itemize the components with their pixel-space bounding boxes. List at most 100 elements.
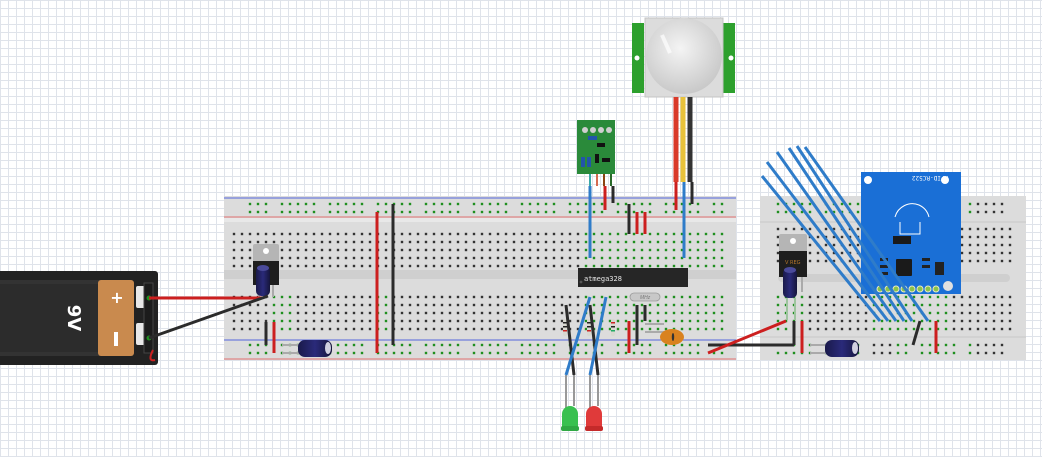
breadboard-hole[interactable] <box>632 319 636 323</box>
breadboard-hole[interactable] <box>472 256 476 260</box>
breadboard-hole[interactable] <box>336 232 340 236</box>
breadboard-hole[interactable] <box>696 303 700 307</box>
breadboard-hole[interactable] <box>472 351 476 355</box>
breadboard-hole[interactable] <box>424 264 428 268</box>
breadboard-hole[interactable] <box>632 311 636 315</box>
breadboard-hole[interactable] <box>584 210 588 214</box>
breadboard-hole[interactable] <box>560 295 564 299</box>
breadboard-hole[interactable] <box>616 295 620 299</box>
breadboard-hole[interactable] <box>432 256 436 260</box>
breadboard-hole[interactable] <box>624 343 628 347</box>
breadboard-hole[interactable] <box>776 311 780 315</box>
breadboard-hole[interactable] <box>992 295 996 299</box>
breadboard-hole[interactable] <box>888 303 892 307</box>
breadboard-hole[interactable] <box>696 202 700 206</box>
breadboard-hole[interactable] <box>296 202 300 206</box>
breadboard-hole[interactable] <box>352 256 356 260</box>
breadboard-hole[interactable] <box>992 327 996 331</box>
breadboard-hole[interactable] <box>808 251 812 255</box>
breadboard-hole[interactable] <box>816 251 820 255</box>
breadboard-hole[interactable] <box>272 240 276 244</box>
breadboard-hole[interactable] <box>576 343 580 347</box>
breadboard-hole[interactable] <box>336 210 340 214</box>
breadboard-hole[interactable] <box>520 202 524 206</box>
breadboard-hole[interactable] <box>984 303 988 307</box>
breadboard-hole[interactable] <box>312 240 316 244</box>
wire-black-led-red[interactable] <box>588 304 600 376</box>
breadboard-hole[interactable] <box>720 240 724 244</box>
breadboard-hole[interactable] <box>824 259 828 263</box>
breadboard-hole[interactable] <box>568 264 572 268</box>
breadboard-hole[interactable] <box>576 303 580 307</box>
breadboard-hole[interactable] <box>480 295 484 299</box>
breadboard-hole[interactable] <box>592 264 596 268</box>
breadboard-hole[interactable] <box>280 210 284 214</box>
breadboard-hole[interactable] <box>568 319 572 323</box>
breadboard-hole[interactable] <box>840 311 844 315</box>
breadboard-hole[interactable] <box>616 202 620 206</box>
breadboard-hole[interactable] <box>808 227 812 231</box>
breadboard-hole[interactable] <box>360 343 364 347</box>
breadboard-hole[interactable] <box>672 311 676 315</box>
breadboard-hole[interactable] <box>496 248 500 252</box>
breadboard-hole[interactable] <box>520 319 524 323</box>
breadboard-hole[interactable] <box>848 327 852 331</box>
breadboard-hole[interactable] <box>496 210 500 214</box>
breadboard-hole[interactable] <box>528 256 532 260</box>
breadboard-hole[interactable] <box>624 303 628 307</box>
breadboard-hole[interactable] <box>352 311 356 315</box>
breadboard-hole[interactable] <box>944 303 948 307</box>
breadboard-hole[interactable] <box>584 295 588 299</box>
breadboard-hole[interactable] <box>536 202 540 206</box>
breadboard-hole[interactable] <box>264 210 268 214</box>
breadboard-hole[interactable] <box>920 319 924 323</box>
breadboard-hole[interactable] <box>704 295 708 299</box>
breadboard-hole[interactable] <box>696 248 700 252</box>
breadboard-hole[interactable] <box>520 295 524 299</box>
breadboard-hole[interactable] <box>672 256 676 260</box>
breadboard-hole[interactable] <box>664 295 668 299</box>
breadboard-hole[interactable] <box>232 319 236 323</box>
breadboard-hole[interactable] <box>832 243 836 247</box>
breadboard-hole[interactable] <box>720 351 724 355</box>
breadboard-hole[interactable] <box>488 256 492 260</box>
breadboard-hole[interactable] <box>648 311 652 315</box>
breadboard-hole[interactable] <box>1000 351 1004 355</box>
breadboard-hole[interactable] <box>536 311 540 315</box>
breadboard-hole[interactable] <box>704 256 708 260</box>
breadboard-hole[interactable] <box>992 259 996 263</box>
breadboard-hole[interactable] <box>696 264 700 268</box>
breadboard-hole[interactable] <box>1000 210 1004 214</box>
breadboard-hole[interactable] <box>280 311 284 315</box>
breadboard-hole[interactable] <box>808 202 812 206</box>
breadboard-hole[interactable] <box>520 248 524 252</box>
breadboard-hole[interactable] <box>600 248 604 252</box>
breadboard-hole[interactable] <box>544 343 548 347</box>
breadboard-hole[interactable] <box>632 256 636 260</box>
breadboard-hole[interactable] <box>904 351 908 355</box>
breadboard-hole[interactable] <box>912 319 916 323</box>
breadboard-hole[interactable] <box>936 303 940 307</box>
battery-9v[interactable]: 9V + <box>0 271 158 365</box>
breadboard-hole[interactable] <box>560 256 564 260</box>
breadboard-hole[interactable] <box>656 327 660 331</box>
ceramic-capacitor[interactable] <box>645 323 684 345</box>
breadboard-hole[interactable] <box>432 295 436 299</box>
breadboard-hole[interactable] <box>560 264 564 268</box>
breadboard-hole[interactable] <box>832 259 836 263</box>
breadboard-hole[interactable] <box>352 303 356 307</box>
breadboard-hole[interactable] <box>288 210 292 214</box>
breadboard-hole[interactable] <box>360 327 364 331</box>
breadboard-hole[interactable] <box>384 303 388 307</box>
breadboard-hole[interactable] <box>928 351 932 355</box>
breadboard-hole[interactable] <box>264 240 268 244</box>
breadboard-hole[interactable] <box>384 248 388 252</box>
breadboard-hole[interactable] <box>944 351 948 355</box>
breadboard-hole[interactable] <box>256 327 260 331</box>
breadboard-hole[interactable] <box>824 303 828 307</box>
breadboard-hole[interactable] <box>872 327 876 331</box>
breadboard-hole[interactable] <box>360 248 364 252</box>
breadboard-hole[interactable] <box>656 303 660 307</box>
breadboard-hole[interactable] <box>880 319 884 323</box>
breadboard-hole[interactable] <box>1000 227 1004 231</box>
